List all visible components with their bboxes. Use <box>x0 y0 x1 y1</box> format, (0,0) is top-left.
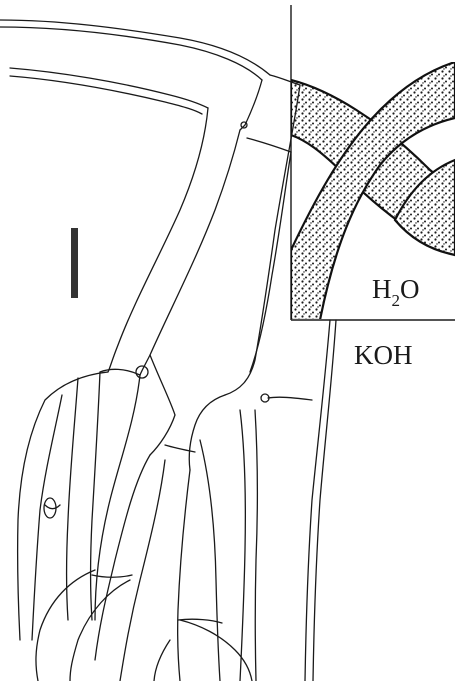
curve-4 <box>154 640 170 681</box>
branch-right <box>189 395 225 470</box>
h2o-label: H2O <box>372 274 420 310</box>
main-strand-left <box>108 108 208 372</box>
scale-bar <box>71 228 78 298</box>
second-hypha-bottom <box>10 76 202 114</box>
clamp-4 <box>241 122 247 128</box>
junction-right <box>270 75 300 85</box>
bundle-1 <box>95 455 150 660</box>
upper-hypha-bottom <box>0 27 262 80</box>
main-strand-right <box>140 130 240 375</box>
lower-hypha-5 <box>95 375 140 620</box>
curve-1 <box>36 570 95 681</box>
bundle-3 <box>178 470 190 681</box>
lower-hypha-1 <box>18 372 108 640</box>
bundle-6 <box>255 410 257 681</box>
right-strand-a <box>225 85 300 395</box>
second-hypha-top <box>10 68 208 108</box>
junction-side <box>247 138 291 152</box>
bundle-4 <box>200 440 220 681</box>
lower-hypha-3 <box>67 378 79 620</box>
hyphal-strands <box>0 20 336 681</box>
koh-label: KOH <box>354 340 413 370</box>
far-right-strand-a <box>305 320 330 681</box>
branch-left <box>150 355 175 455</box>
bundle-2 <box>120 460 165 681</box>
septum-4 <box>45 505 60 509</box>
koh-connector <box>268 397 312 400</box>
bundle-5 <box>240 410 245 681</box>
lower-hypha-4 <box>91 372 101 620</box>
clamp-connections <box>44 122 269 518</box>
